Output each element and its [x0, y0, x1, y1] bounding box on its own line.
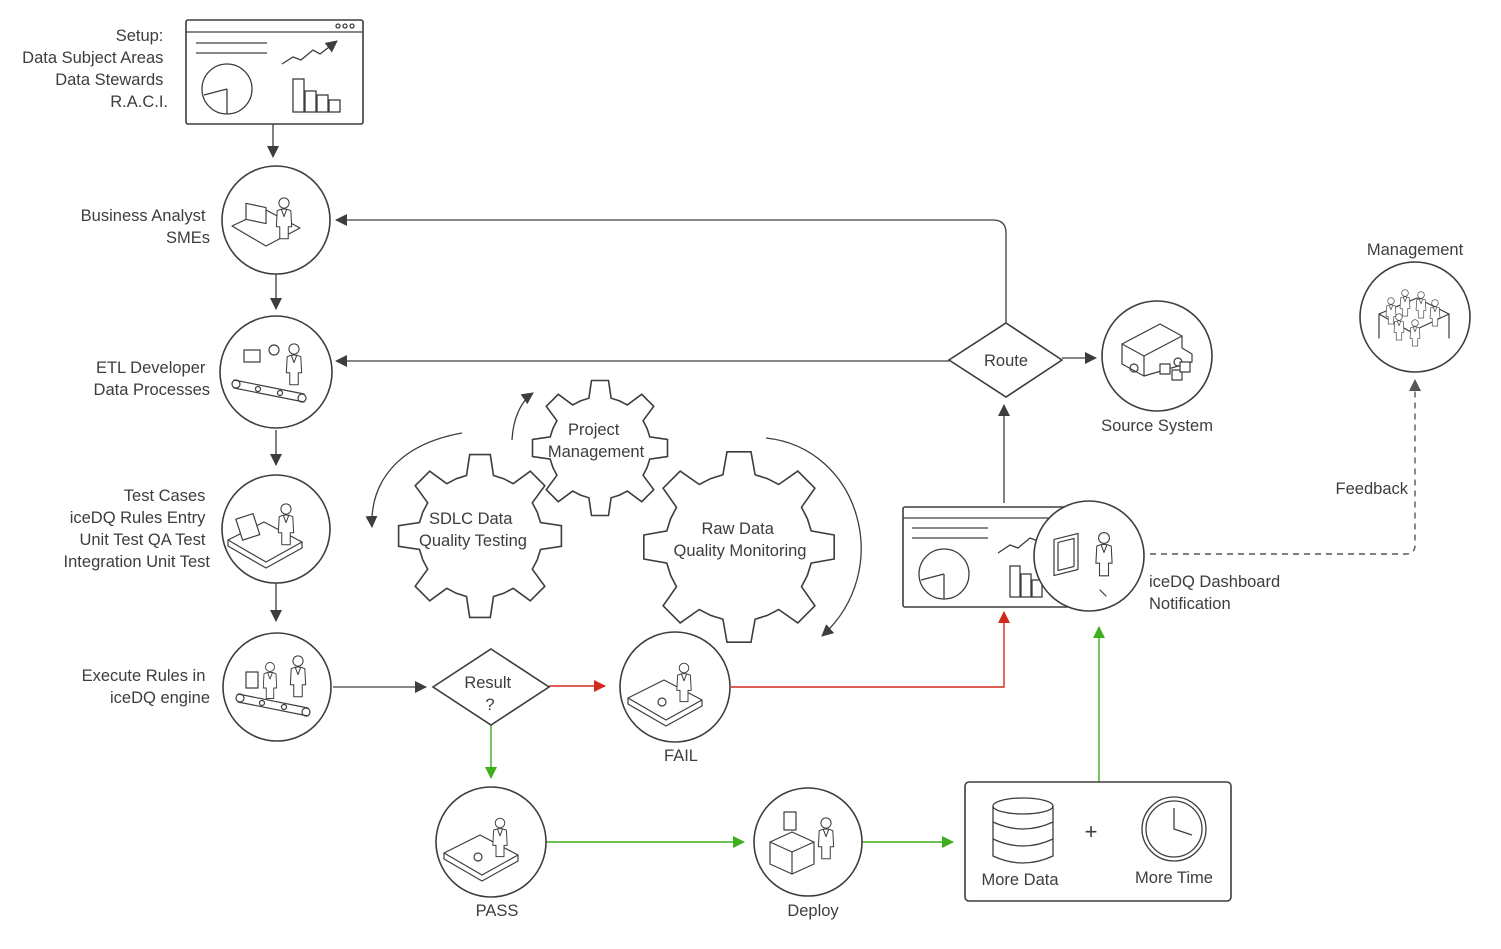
arrow-dashboard-feedback-to-management: [1150, 379, 1421, 555]
presenter-icon: [1053, 532, 1113, 597]
test-cases-node: [221, 474, 331, 584]
dashboard-node: [902, 500, 1145, 612]
gear-raw-data: Raw Data Quality Monitoring: [643, 451, 835, 643]
gear-icon: [268, 344, 280, 356]
management-label: Management: [1367, 241, 1464, 259]
dashboard-label: iceDQ Dashboard Notification: [1149, 573, 1285, 613]
delivery-truck-icon: [1121, 323, 1193, 381]
worker-at-table-icon: [443, 817, 519, 882]
bar-chart-icon: [292, 78, 341, 113]
test-cases-label: Test Cases iceDQ Rules Entry Unit Test Q…: [64, 487, 211, 571]
source-system-label: Source System: [1101, 417, 1213, 435]
management-node: [1359, 261, 1471, 373]
execute-rules-node: [222, 632, 332, 742]
fail-node: [619, 631, 731, 743]
svg-text:Result ?: Result ?: [464, 674, 515, 714]
etl-developer-label: ETL Developer Data Processes: [94, 359, 210, 399]
developer-conveyor-icon: [231, 343, 307, 403]
meeting-people-icon: [1378, 289, 1450, 347]
result-decision: Result ?: [431, 648, 551, 726]
feedback-label: Feedback: [1336, 480, 1409, 498]
cycle-arrow-left: [365, 432, 463, 528]
database-icon: [992, 797, 1054, 864]
deploy-node: [753, 787, 863, 897]
tester-workstation-icon: [227, 503, 303, 569]
route-label: Route: [984, 352, 1028, 370]
analyst-at-desk-icon: [231, 197, 301, 247]
more-data-time-box: More Data + More Time: [964, 781, 1232, 902]
svg-text:SDLC Data Quality Testin: SDLC Data Quality Testing: [419, 510, 527, 550]
more-data-label: More Data: [981, 871, 1059, 889]
fail-label: FAIL: [664, 747, 698, 765]
svg-text:Raw Data Quality Monitor: Raw Data Quality Monitoring: [674, 520, 807, 560]
more-time-label: More Time: [1135, 869, 1213, 887]
source-system-node: [1101, 300, 1213, 412]
gear-project-management: Project Management: [531, 379, 669, 517]
connectors: [267, 124, 1421, 848]
setup-dashboard-window: [185, 19, 364, 125]
deploy-label: Deploy: [787, 902, 839, 920]
cycle-arrow-right: [765, 437, 862, 637]
business-analyst-label: Business Analyst SMEs: [81, 207, 210, 247]
worker-at-table-icon: [627, 662, 703, 727]
engine-conveyor-icon: [235, 655, 311, 717]
pass-label: PASS: [476, 902, 519, 920]
route-decision: Route: [947, 322, 1064, 398]
cycle-arrow-top: [511, 392, 534, 441]
gear-sdlc: SDLC Data Quality Testing: [397, 453, 563, 619]
clock-icon: [1141, 796, 1207, 862]
pass-node: [435, 786, 547, 898]
arrow-fail-to-dashboard: [731, 611, 1010, 688]
svg-text:Project Management: Project Management: [548, 421, 645, 461]
business-analyst-node: [221, 165, 331, 275]
setup-label: Setup: Data Subject Areas Data Stewards …: [22, 27, 168, 111]
arrow-route-to-analyst: [335, 214, 1007, 323]
etl-developer-node: [219, 315, 333, 429]
execute-rules-label: Execute Rules in iceDQ engine: [82, 667, 210, 707]
trend-line-icon: [281, 40, 338, 65]
plus-sign: +: [1085, 819, 1098, 844]
boxes-person-icon: [769, 811, 835, 875]
